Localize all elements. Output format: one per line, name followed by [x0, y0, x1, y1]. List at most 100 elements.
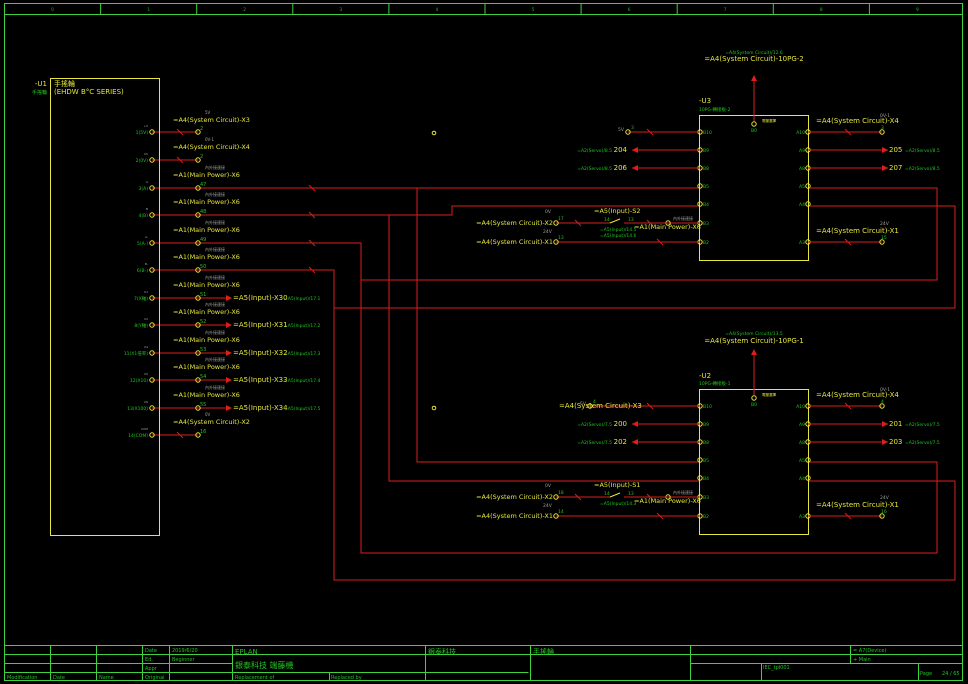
- u1-pin-terminal[interactable]: [149, 212, 155, 218]
- node-terminal[interactable]: [553, 220, 559, 226]
- node-terminal[interactable]: [195, 185, 201, 191]
- top-pin-terminal[interactable]: [751, 121, 757, 127]
- signal-number[interactable]: 203: [889, 438, 902, 446]
- u1-pin-terminal[interactable]: [149, 377, 155, 383]
- u1-pin-terminal[interactable]: [149, 295, 155, 301]
- switch-icon[interactable]: [609, 492, 621, 498]
- u2-top-target[interactable]: =A4(System Circuit)-10PG-1: [704, 337, 804, 345]
- cross-reference-page[interactable]: =A2(Servo)/8.5: [905, 148, 940, 154]
- connection-target[interactable]: =A1(Main Power)-X6: [173, 391, 240, 399]
- connection-target[interactable]: =A4(System Circuit)-X3: [559, 402, 642, 410]
- node-terminal[interactable]: [195, 157, 201, 163]
- u3-top-target[interactable]: =A4(System Circuit)-10PG-2: [704, 55, 804, 63]
- cross-reference-page[interactable]: =A2(Servo)/7.5: [577, 440, 612, 446]
- switch-icon[interactable]: [609, 218, 621, 224]
- connection-target[interactable]: =A4(System Circuit)-X1: [476, 238, 553, 246]
- cross-reference-page[interactable]: =A5(Input)/17.1: [284, 296, 321, 302]
- connection-target[interactable]: =A1(Main Power)-X6: [634, 223, 701, 231]
- left-pin-terminal[interactable]: [697, 457, 703, 463]
- node-terminal[interactable]: [879, 129, 885, 135]
- connection-target[interactable]: =A4(System Circuit)-X4: [816, 117, 899, 125]
- connection-target[interactable]: =A4(System Circuit)-X1: [476, 512, 553, 520]
- node-terminal[interactable]: [587, 403, 593, 409]
- node-terminal[interactable]: [195, 405, 201, 411]
- connection-target[interactable]: =A4(System Circuit)-X2: [476, 219, 553, 227]
- signal-number[interactable]: 200: [614, 420, 627, 428]
- right-pin-terminal[interactable]: [805, 457, 811, 463]
- signal-number[interactable]: 202: [614, 438, 627, 446]
- cross-reference-page[interactable]: =A2(Servo)/7.5: [577, 422, 612, 428]
- cross-reference-page[interactable]: =A2(Servo)/8.5: [577, 148, 612, 154]
- cross-reference-page[interactable]: =A2(Servo)/8.5: [577, 166, 612, 172]
- u1-pin-terminal[interactable]: [149, 267, 155, 273]
- signal-number[interactable]: 205: [889, 146, 902, 154]
- left-pin-terminal[interactable]: [697, 201, 703, 207]
- signal-number[interactable]: 201: [889, 420, 902, 428]
- node-terminal[interactable]: [879, 239, 885, 245]
- u1-pin-terminal[interactable]: [149, 322, 155, 328]
- connection-target[interactable]: =A1(Main Power)-X6: [173, 336, 240, 344]
- node-terminal[interactable]: [879, 513, 885, 519]
- switch-ref[interactable]: =A5(Input)/14.3: [600, 501, 637, 507]
- connection-target[interactable]: =A4(System Circuit)-X1: [816, 501, 899, 509]
- connection-target[interactable]: =A4(System Circuit)-X3: [173, 116, 250, 124]
- node-terminal[interactable]: [195, 350, 201, 356]
- cross-reference-page[interactable]: =A2(Servo)/7.5: [905, 422, 940, 428]
- connection-target[interactable]: =A1(Main Power)-X6: [634, 497, 701, 505]
- cross-reference-target[interactable]: =A5(Input)-X31: [233, 321, 288, 329]
- node-terminal[interactable]: [195, 322, 201, 328]
- connection-target[interactable]: =A4(System Circuit)-X4: [816, 391, 899, 399]
- cross-reference-page[interactable]: =A5(Input)/17.2: [284, 323, 321, 329]
- u1-pin-terminal[interactable]: [149, 405, 155, 411]
- left-pin-terminal[interactable]: [697, 475, 703, 481]
- device-u1[interactable]: -U1 手搖輪 手搖輪 (EHDW B°C SERIES): [32, 78, 160, 536]
- connection-target[interactable]: =A1(Main Power)-X6: [173, 198, 240, 206]
- signal-number[interactable]: 207: [889, 164, 902, 172]
- cross-reference-target[interactable]: =A5(Input)-X30: [233, 294, 288, 302]
- signal-number[interactable]: 206: [614, 164, 628, 172]
- u1-pin-terminal[interactable]: [149, 350, 155, 356]
- connection-target[interactable]: =A1(Main Power)-X6: [173, 226, 240, 234]
- u1-pin-terminal[interactable]: [149, 240, 155, 246]
- left-pin-terminal[interactable]: [697, 183, 703, 189]
- node-terminal[interactable]: [195, 129, 201, 135]
- switch-tag[interactable]: =A5(Input)-S1: [594, 481, 641, 489]
- cross-reference-target[interactable]: =A5(Input)-X32: [233, 349, 288, 357]
- node-terminal[interactable]: [625, 129, 631, 135]
- connection-target[interactable]: =A1(Main Power)-X6: [173, 308, 240, 316]
- node-terminal[interactable]: [195, 377, 201, 383]
- cross-reference-page[interactable]: =A5(Input)/17.4: [284, 378, 321, 384]
- connection-target[interactable]: =A1(Main Power)-X6: [173, 281, 240, 289]
- node-terminal[interactable]: [553, 239, 559, 245]
- cross-reference-page[interactable]: =A5(Input)/17.3: [284, 351, 321, 357]
- switch-ref[interactable]: =A5(Input)/14.5: [600, 227, 637, 233]
- u1-pin-terminal[interactable]: [149, 432, 155, 438]
- node-terminal[interactable]: [195, 432, 201, 438]
- node-terminal[interactable]: [553, 494, 559, 500]
- cross-reference-page[interactable]: =A2(Servo)/7.5: [905, 440, 940, 446]
- cross-reference-target[interactable]: =A5(Input)-X34: [233, 404, 288, 412]
- connection-target[interactable]: =A4(System Circuit)-X2: [476, 493, 553, 501]
- u1-pin-terminal[interactable]: [149, 129, 155, 135]
- switch-ref[interactable]: =A5(Input)/14.6: [600, 233, 637, 239]
- u1-pin-terminal[interactable]: [149, 185, 155, 191]
- switch-tag[interactable]: =A5(Input)-S2: [594, 207, 641, 215]
- node-terminal[interactable]: [553, 513, 559, 519]
- connection-target-com[interactable]: =A4(System Circuit)-X2: [173, 418, 250, 426]
- node-terminal[interactable]: [879, 403, 885, 409]
- node-terminal[interactable]: [195, 212, 201, 218]
- top-pin-terminal[interactable]: [751, 395, 757, 401]
- cross-reference-target[interactable]: =A5(Input)-X33: [233, 376, 288, 384]
- cross-reference-page[interactable]: =A5(Input)/17.5: [284, 406, 321, 412]
- node-terminal[interactable]: [195, 295, 201, 301]
- node-terminal[interactable]: [195, 267, 201, 273]
- right-pin-terminal[interactable]: [805, 201, 811, 207]
- u1-pin-terminal[interactable]: [149, 157, 155, 163]
- connection-target[interactable]: =A4(System Circuit)-X1: [816, 227, 899, 235]
- connection-target[interactable]: =A4(System Circuit)-X4: [173, 143, 250, 151]
- signal-number[interactable]: 204: [614, 146, 628, 154]
- connection-target[interactable]: =A1(Main Power)-X6: [173, 171, 240, 179]
- connection-target[interactable]: =A1(Main Power)-X6: [173, 253, 240, 261]
- right-pin-terminal[interactable]: [805, 475, 811, 481]
- node-terminal[interactable]: [195, 240, 201, 246]
